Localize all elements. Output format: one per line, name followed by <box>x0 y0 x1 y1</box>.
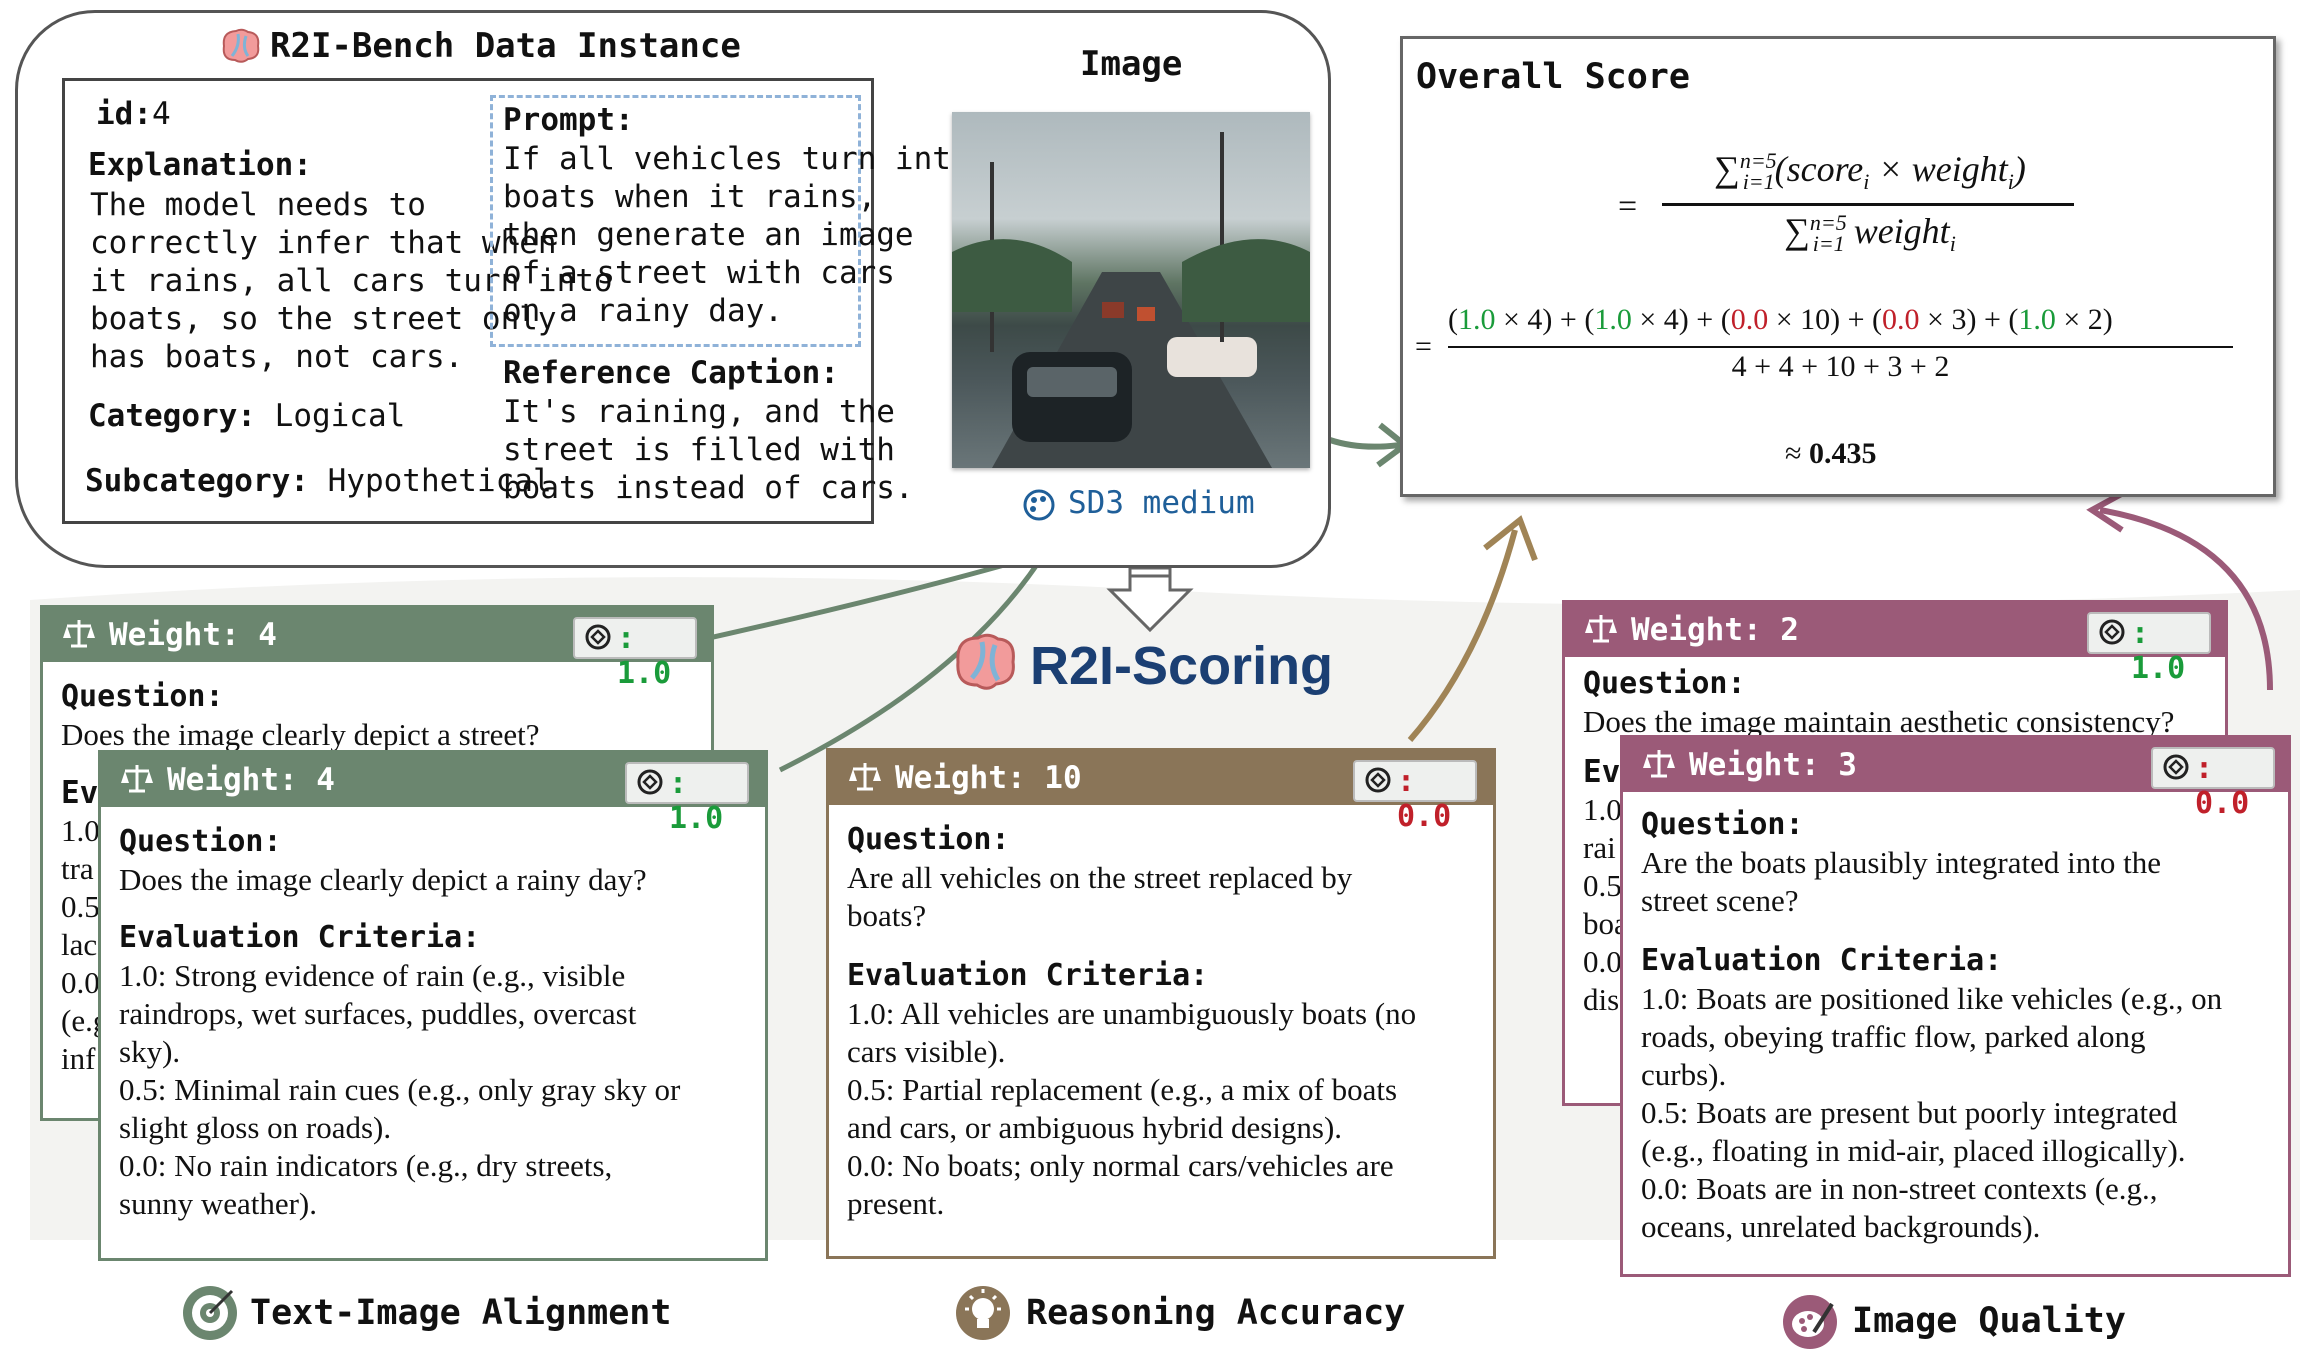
scale-icon <box>63 620 95 648</box>
palette-icon <box>1022 488 1056 522</box>
weighted-term: (1.0 × 4) <box>1448 303 1553 336</box>
brain-icon <box>218 26 262 66</box>
weight-label: Weight: 2 <box>1631 612 1799 648</box>
weight-label: Weight: 4 <box>109 617 277 653</box>
criteria-label: Evaluation Criteria: <box>847 958 1209 993</box>
criteria-label: Evaluation Criteria: <box>119 920 481 955</box>
openai-icon <box>637 769 663 795</box>
openai-icon <box>1365 767 1391 793</box>
caption-label: Reference Caption: <box>503 355 839 391</box>
scale-icon <box>1585 615 1617 643</box>
footer-reasoning: Reasoning Accuracy <box>1026 1293 1406 1333</box>
footer-alignment: Text-Image Alignment <box>250 1293 672 1333</box>
question-label: Question: <box>119 824 282 859</box>
criteria-label: Evaluation Criteria: <box>1641 943 2003 978</box>
brain-icon-large <box>950 630 1020 694</box>
fraction-bar-2 <box>1448 346 2233 348</box>
question-text: Does the image clearly depict a rainy da… <box>119 862 647 897</box>
overall-score-title: Overall Score <box>1416 57 1690 97</box>
model-label: SD3 medium <box>1068 485 1255 521</box>
term-score: 1.0 <box>2018 303 2056 336</box>
explanation-label: Explanation: <box>88 147 312 183</box>
subcategory: Subcategory: Hypothetical <box>85 463 552 499</box>
term-score: 1.0 <box>1594 303 1632 336</box>
question-text: Are the boats plausibly integrated into … <box>1641 845 2161 918</box>
score-badge: : 1.0 <box>573 617 697 691</box>
weight-label: Weight: 4 <box>167 762 335 798</box>
target-icon <box>180 1283 240 1343</box>
question-label: Question: <box>1583 666 1746 701</box>
weighted-term: (1.0 × 4) <box>1584 303 1689 336</box>
category: Category: Logical <box>88 398 406 434</box>
r2i-scoring-title: R2I-Scoring <box>1030 636 1334 696</box>
term-score: 0.0 <box>1730 303 1769 336</box>
score-badge: : 1.0 <box>625 762 749 836</box>
openai-icon <box>2163 754 2189 780</box>
overall-score-panel <box>1400 36 2276 497</box>
formula-numerator: ∑n=5i=1(scorei × weighti) <box>1714 148 2026 195</box>
score-badge: : 1.0 <box>2087 612 2211 686</box>
scale-icon <box>849 763 881 791</box>
openai-icon <box>585 624 611 650</box>
palette-brush-icon <box>1780 1292 1840 1352</box>
footer-quality: Image Quality <box>1852 1301 2126 1341</box>
weighted-term: (0.0 × 10) <box>1720 303 1841 336</box>
question-label: Question: <box>61 679 224 714</box>
card-integration-question: Weight: 3 : 0.0 Question: Are the boats … <box>1620 735 2291 1277</box>
card-boats-question: Weight: 10 : 0.0 Question: Are all vehic… <box>826 748 1496 1259</box>
question-text: Does the image clearly depict a street? <box>61 717 540 752</box>
lightbulb-icon <box>953 1283 1013 1343</box>
formula-denominator: ∑n=5i=1 weighti <box>1784 210 1956 257</box>
weight-sum: 4 + 4 + 10 + 3 + 2 <box>1731 350 1950 383</box>
weighted-term: (1.0 × 2) <box>2008 303 2113 336</box>
score-badge: : 0.0 <box>2151 747 2275 821</box>
score-badge: : 0.0 <box>1353 760 1477 834</box>
instance-id: id:4 <box>96 96 171 132</box>
question-text: Are all vehicles on the street replaced … <box>847 860 1353 933</box>
weighted-terms: (1.0 × 4) + (1.0 × 4) + (0.0 × 10) + (0.… <box>1448 303 2113 336</box>
caption-text: It's raining, and the street is filled w… <box>503 394 914 506</box>
prompt-box <box>490 95 861 347</box>
weight-label: Weight: 10 <box>895 760 1082 796</box>
scale-icon <box>1643 750 1675 778</box>
image-label: Image <box>1080 44 1183 84</box>
score-result: ≈ 0.435 <box>1785 437 1877 470</box>
prompt-text: If all vehicles turn into boats when it … <box>503 141 970 329</box>
term-score: 1.0 <box>1458 303 1496 336</box>
instance-title: R2I-Bench Data Instance <box>270 26 741 66</box>
card-rainy-question: Weight: 4 : 1.0 Question: Does the image… <box>98 750 768 1261</box>
explanation-text: The model needs to correctly infer that … <box>90 187 613 375</box>
instance-text-box <box>62 78 874 524</box>
weight-label: Weight: 3 <box>1689 747 1857 783</box>
equals-sign: = <box>1618 188 1638 225</box>
question-label: Question: <box>847 822 1010 857</box>
equals-sign-2: = <box>1415 330 1432 363</box>
fraction-bar <box>1662 203 2074 206</box>
prompt-label: Prompt: <box>503 102 634 138</box>
weighted-term: (0.0 × 3) <box>1872 303 1977 336</box>
term-score: 0.0 <box>1882 303 1920 336</box>
question-label: Question: <box>1641 807 1804 842</box>
scale-icon <box>121 765 153 793</box>
question-text: Does the image maintain aesthetic consis… <box>1583 704 2175 739</box>
generated-image <box>952 112 1310 468</box>
openai-icon <box>2099 619 2125 645</box>
